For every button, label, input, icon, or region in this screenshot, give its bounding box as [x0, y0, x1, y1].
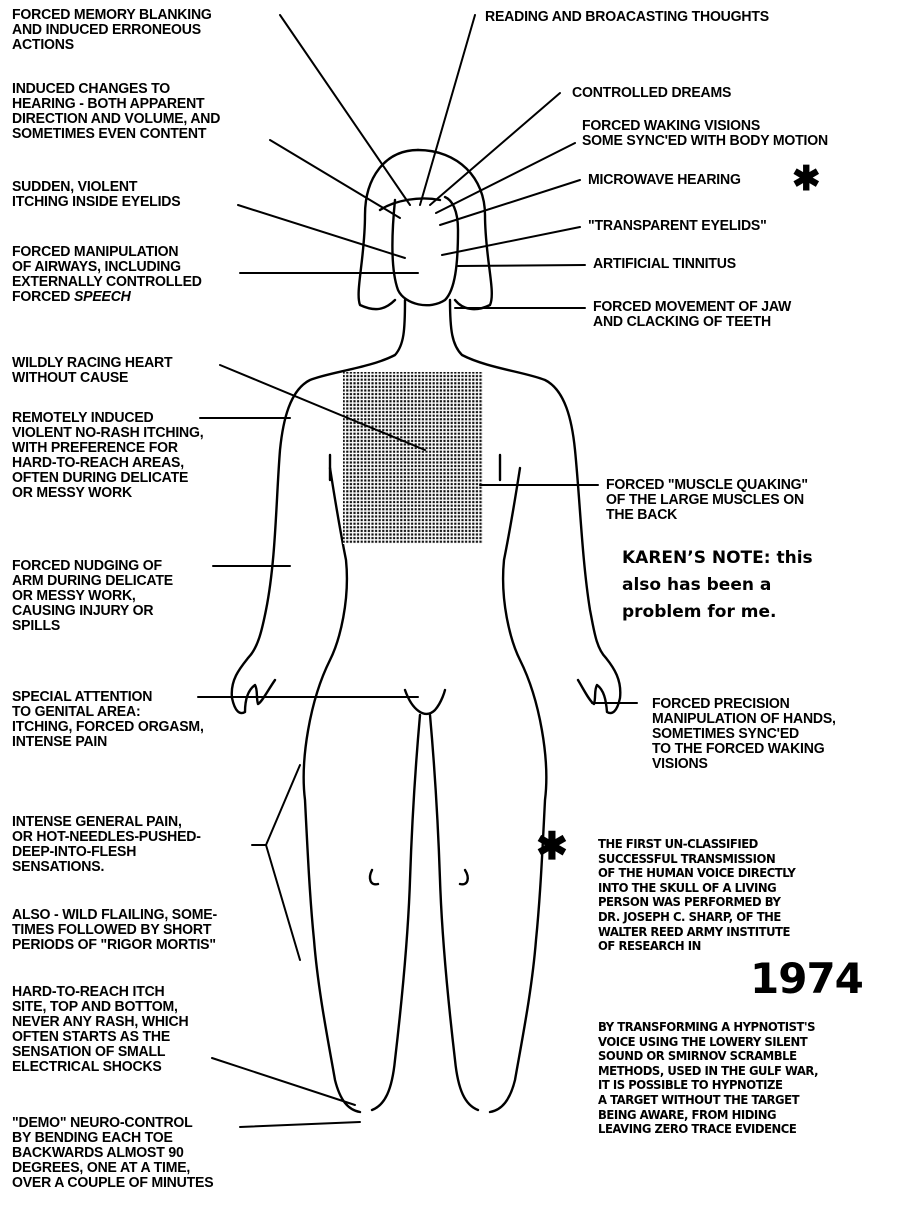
inner-leg-left	[372, 715, 420, 1110]
leader-eyelids	[442, 227, 580, 255]
label-itching-remote: REMOTELY INDUCED VIOLENT NO-RASH ITCHING…	[12, 411, 203, 501]
label-hands: FORCED PRECISION MANIPULATION OF HANDS, …	[652, 697, 836, 772]
leader-demo	[240, 1122, 360, 1127]
label-tinnitus: ARTIFICIAL TINNITUS	[593, 257, 736, 272]
asterisk-icon: ✱	[792, 162, 821, 196]
leader-microwave	[440, 180, 580, 225]
label-itch-site: HARD-TO-REACH ITCH SITE, TOP AND BOTTOM,…	[12, 985, 188, 1075]
footnote-year: 1974	[750, 958, 863, 1000]
label-itching-eyelids: SUDDEN, VIOLENT ITCHING INSIDE EYELIDS	[12, 180, 180, 210]
leader-dreams	[430, 93, 560, 205]
label-demo: "DEMO" NEURO-CONTROL BY BENDING EACH TOE…	[12, 1116, 213, 1191]
label-heart: WILDLY RACING HEART WITHOUT CAUSE	[12, 356, 172, 386]
leader-itching-eyelids	[238, 205, 405, 258]
leader-pain	[252, 765, 300, 845]
leader-pain-2	[266, 845, 300, 960]
crotch	[405, 690, 445, 714]
label-pain: INTENSE GENERAL PAIN, OR HOT-NEEDLES-PUS…	[12, 815, 201, 875]
karens-note: KAREN’S NOTE: this also has been a probl…	[622, 545, 872, 626]
label-flailing: ALSO - WILD FLAILING, SOME- TIMES FOLLOW…	[12, 908, 217, 953]
footnote-text-2: BY TRANSFORMING A HYPNOTIST'S VOICE USIN…	[598, 1020, 818, 1137]
leader-visions	[436, 143, 575, 213]
leader-tinnitus	[458, 265, 585, 266]
label-genital: SPECIAL ATTENTION TO GENITAL AREA: ITCHI…	[12, 690, 204, 750]
knee-right	[460, 870, 468, 884]
footnote-text: THE FIRST UN-CLASSIFIED SUCCESSFUL TRANS…	[598, 837, 795, 954]
label-microwave: MICROWAVE HEARING	[588, 173, 741, 188]
label-jaw: FORCED MOVEMENT OF JAW AND CLACKING OF T…	[593, 300, 791, 330]
footnote-asterisk-icon: ✱	[536, 828, 568, 866]
leader-reading	[420, 15, 475, 205]
label-visions: FORCED WAKING VISIONS SOME SYNC'ED WITH …	[582, 119, 828, 149]
face-outline	[392, 197, 458, 305]
leader-hearing	[270, 140, 400, 218]
torso-right	[490, 468, 546, 1112]
label-memory: FORCED MEMORY BLANKING AND INDUCED ERRON…	[12, 8, 212, 53]
leader-memory	[280, 15, 410, 205]
label-nudging: FORCED NUDGING OF ARM DURING DELICATE OR…	[12, 559, 173, 634]
label-quaking: FORCED "MUSCLE QUAKING" OF THE LARGE MUS…	[606, 478, 808, 523]
label-hearing: INDUCED CHANGES TO HEARING - BOTH APPARE…	[12, 82, 220, 142]
knee-left	[370, 870, 378, 884]
inner-leg-right	[430, 715, 478, 1110]
label-reading: READING AND BROACASTING THOUGHTS	[485, 10, 769, 25]
label-dreams: CONTROLLED DREAMS	[572, 86, 731, 101]
label-airways-emphasis: SPEECH	[74, 289, 131, 305]
torso-left	[304, 468, 360, 1112]
chest-dotted-area	[343, 372, 483, 544]
label-airways: FORCED MANIPULATION OF AIRWAYS, INCLUDIN…	[12, 245, 202, 305]
label-eyelids: "TRANSPARENT EYELIDS"	[588, 219, 767, 234]
